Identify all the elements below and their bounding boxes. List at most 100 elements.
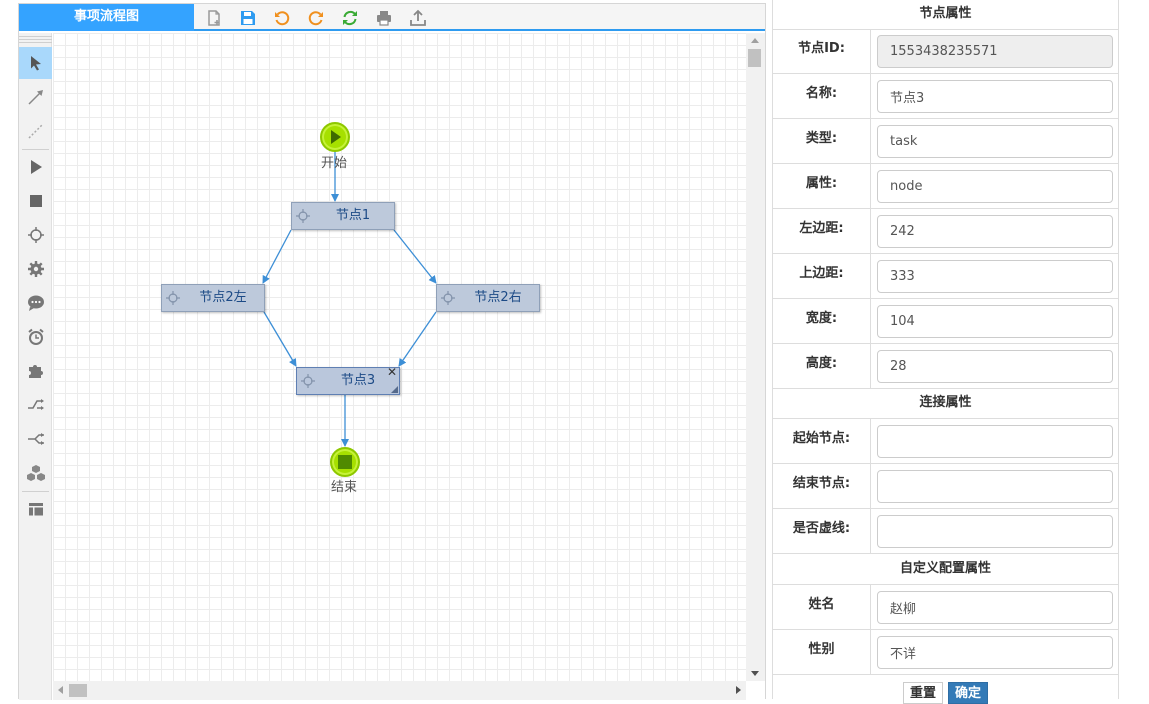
tool-task[interactable] bbox=[19, 219, 52, 251]
left-input[interactable] bbox=[877, 215, 1113, 248]
play-icon bbox=[331, 130, 341, 144]
field-width: 宽度: bbox=[773, 299, 1118, 344]
flow-designer: 事项流程图 bbox=[18, 3, 766, 700]
horizontal-scrollbar[interactable] bbox=[53, 681, 746, 700]
designer-title: 事项流程图 bbox=[19, 4, 194, 31]
dashed-line-icon bbox=[27, 123, 44, 139]
field-label: 结束节点: bbox=[773, 464, 871, 508]
field-label: 名称: bbox=[773, 74, 871, 118]
field-dashed: 是否虚线: bbox=[773, 509, 1118, 554]
tool-separator bbox=[22, 149, 49, 150]
close-icon[interactable]: ✕ bbox=[386, 365, 397, 379]
tool-dashed-line[interactable] bbox=[19, 115, 52, 147]
person-name-input[interactable] bbox=[877, 591, 1113, 624]
scroll-up-icon[interactable] bbox=[751, 38, 759, 43]
tool-end[interactable] bbox=[19, 185, 52, 217]
end-node-label: 结束 bbox=[331, 480, 358, 495]
attribute-input[interactable] bbox=[877, 170, 1113, 203]
flow-node[interactable]: 节点2右 bbox=[436, 284, 540, 312]
task-node-icon bbox=[441, 291, 455, 305]
field-left: 左边距: bbox=[773, 209, 1118, 254]
save-button[interactable] bbox=[237, 7, 259, 29]
field-name: 名称: bbox=[773, 74, 1118, 119]
scrollbar-thumb[interactable] bbox=[69, 684, 87, 697]
flow-node[interactable]: 节点2左 bbox=[161, 284, 265, 312]
flow-node-selected[interactable]: 节点3 ✕ bbox=[296, 365, 400, 395]
flow-node-label: 节点1 bbox=[335, 208, 371, 223]
connection-node2r-node3[interactable] bbox=[398, 311, 437, 367]
tool-fork[interactable] bbox=[19, 389, 52, 421]
top-input[interactable] bbox=[877, 260, 1113, 293]
reset-button[interactable]: 重置 bbox=[903, 682, 944, 704]
tool-plugin[interactable] bbox=[19, 355, 52, 387]
tool-group[interactable] bbox=[19, 457, 52, 489]
tool-start[interactable] bbox=[19, 151, 52, 183]
chat-icon bbox=[27, 295, 44, 311]
tool-timer[interactable] bbox=[19, 321, 52, 353]
connection-node1-node2l[interactable] bbox=[262, 229, 292, 284]
export-button[interactable] bbox=[407, 7, 429, 29]
field-label: 起始节点: bbox=[773, 419, 871, 463]
field-attribute: 属性: bbox=[773, 164, 1118, 209]
field-from-node: 起始节点: bbox=[773, 419, 1118, 464]
field-label: 宽度: bbox=[773, 299, 871, 343]
gender-input[interactable] bbox=[877, 636, 1113, 669]
field-label: 高度: bbox=[773, 344, 871, 388]
node-id-input bbox=[877, 35, 1113, 68]
scroll-right-icon[interactable] bbox=[736, 686, 741, 694]
to-node-input[interactable] bbox=[877, 470, 1113, 503]
new-file-button[interactable] bbox=[203, 7, 225, 29]
connection-node1-node2r[interactable] bbox=[393, 229, 437, 284]
end-icon bbox=[29, 195, 42, 207]
cubes-icon bbox=[26, 465, 45, 481]
palette-grip bbox=[19, 42, 52, 43]
tool-join[interactable] bbox=[19, 423, 52, 455]
field-height: 高度: bbox=[773, 344, 1118, 389]
tool-layout[interactable] bbox=[19, 493, 52, 525]
connection-node2l-node3[interactable] bbox=[263, 311, 297, 367]
end-node[interactable] bbox=[330, 447, 360, 477]
cursor-icon bbox=[30, 56, 41, 71]
type-input[interactable] bbox=[877, 125, 1113, 158]
task-node-icon bbox=[27, 227, 44, 243]
start-node[interactable] bbox=[320, 122, 350, 152]
scroll-left-icon[interactable] bbox=[58, 686, 63, 694]
flow-node[interactable]: 节点1 bbox=[291, 202, 395, 230]
undo-button[interactable] bbox=[271, 7, 293, 29]
tool-line[interactable] bbox=[19, 81, 52, 113]
field-label: 类型: bbox=[773, 119, 871, 163]
vertical-scrollbar[interactable] bbox=[746, 33, 765, 681]
link-properties-title: 连接属性 bbox=[773, 389, 1118, 419]
width-input[interactable] bbox=[877, 305, 1113, 338]
task-node-icon bbox=[166, 291, 180, 305]
join-icon bbox=[27, 433, 44, 445]
tool-service[interactable] bbox=[19, 253, 52, 285]
field-gender: 性别 bbox=[773, 630, 1118, 675]
field-label: 节点ID: bbox=[773, 29, 871, 73]
field-person-name: 姓名 bbox=[773, 585, 1118, 630]
tool-select[interactable] bbox=[19, 47, 52, 79]
flow-canvas[interactable]: 开始 节点1 节点2左 节点2右 节点3 ✕ 结束 bbox=[53, 33, 746, 681]
form-actions: 重置 确定 bbox=[773, 676, 1118, 704]
layout-icon bbox=[28, 503, 43, 516]
resize-handle[interactable] bbox=[391, 386, 398, 393]
flow-connections bbox=[262, 150, 437, 447]
redo-button[interactable] bbox=[305, 7, 327, 29]
scrollbar-thumb[interactable] bbox=[748, 49, 761, 67]
flow-node-label: 节点3 bbox=[340, 373, 376, 388]
save-icon bbox=[241, 11, 255, 25]
flow-node-label: 节点2右 bbox=[474, 290, 522, 305]
field-label: 姓名 bbox=[773, 585, 871, 629]
gear-icon bbox=[27, 261, 44, 277]
confirm-button[interactable]: 确定 bbox=[948, 682, 989, 704]
name-input[interactable] bbox=[877, 80, 1113, 113]
tool-separator bbox=[22, 491, 49, 492]
print-button[interactable] bbox=[373, 7, 395, 29]
height-input[interactable] bbox=[877, 350, 1113, 383]
field-label: 性别 bbox=[773, 630, 871, 674]
tool-message[interactable] bbox=[19, 287, 52, 319]
dashed-input[interactable] bbox=[877, 515, 1113, 548]
from-node-input[interactable] bbox=[877, 425, 1113, 458]
scroll-down-icon[interactable] bbox=[751, 671, 759, 676]
refresh-button[interactable] bbox=[339, 7, 361, 29]
